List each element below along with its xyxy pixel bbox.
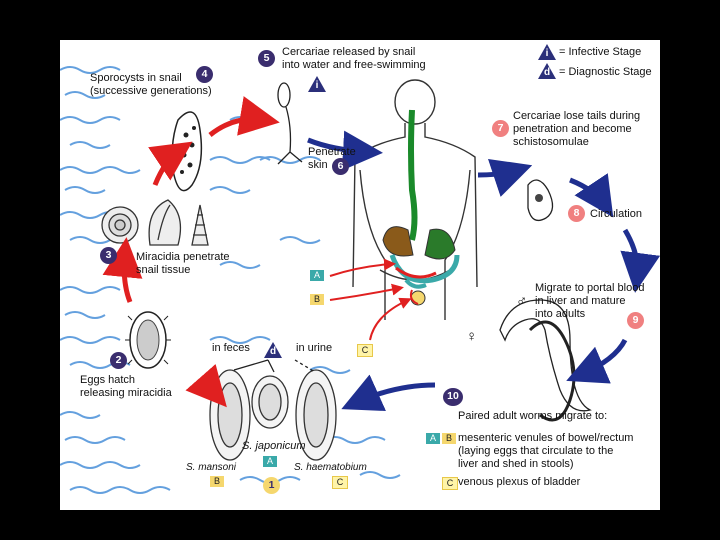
diagnostic-eggs-letter: d — [269, 346, 277, 357]
infective-stage-icon — [538, 44, 556, 60]
step-10-line-5: venous plexus of bladder — [458, 476, 581, 488]
step-10-badge: 10 — [443, 388, 463, 406]
legend-infective-label: = Infective Stage — [559, 46, 642, 58]
cercaria-illustration — [277, 82, 303, 165]
step-7-badge: 7 — [492, 120, 509, 137]
urine-box-c: C — [357, 344, 373, 357]
arrow-9-to-10 — [566, 338, 628, 384]
step-4-badge: 4 — [196, 66, 213, 83]
japonicum-box-a: A — [263, 456, 277, 467]
step-9-badge: 9 — [627, 312, 644, 329]
arrow-1-to-2 — [185, 364, 227, 408]
diagram-graphics — [60, 66, 660, 494]
arrow-10-to-eggs — [341, 374, 436, 411]
body-box-a: A — [310, 270, 324, 281]
step-6-badge: 6 — [332, 158, 349, 175]
water-waves — [60, 66, 401, 494]
mansoni-box-b: B — [210, 476, 224, 487]
step-2-badge: 2 — [110, 352, 127, 369]
diagnostic-stage-letter: d — [543, 67, 551, 78]
arrow-6-to-7 — [477, 158, 533, 197]
schistosomiasis-lifecycle-diagram: i = Infective Stage d = Diagnostic Stage… — [60, 40, 660, 510]
in-urine-label: in urine — [296, 342, 333, 354]
arrow-8-to-9 — [620, 228, 660, 293]
step-8-badge: 8 — [568, 205, 585, 222]
body-box-b: B — [310, 294, 324, 305]
step-10-box-b: B — [442, 433, 456, 444]
in-feces-label: in feces — [212, 342, 250, 354]
step-10-line-1: Paired adult worms migrate to: — [458, 410, 608, 422]
diagnostic-stage-icon — [538, 63, 556, 79]
step-5-infective-icon — [308, 76, 326, 92]
arrow-2-to-3 — [102, 237, 143, 303]
s-japonicum-label: S. japonicum — [242, 440, 306, 452]
step-10-box-a: A — [426, 433, 440, 444]
miracidium-illustration — [125, 311, 171, 369]
arrow-7-to-8 — [569, 173, 614, 218]
arrow-3-to-4 — [148, 141, 193, 186]
step-10-line-3: (laying eggs that circulate to the — [458, 445, 614, 457]
step-4-label: Sporocysts in snail(successive generatio… — [90, 72, 212, 97]
snail-illustrations — [101, 199, 209, 246]
step-10-line-2: mesenteric venules of bowel/rectum — [458, 432, 634, 444]
step-5-infective-letter: i — [315, 80, 319, 91]
infective-stage-letter: i — [545, 48, 549, 59]
diagnostic-eggs-icon — [264, 342, 282, 358]
step-1-badge: 1 — [263, 477, 280, 494]
arrow-4-to-5 — [208, 96, 280, 137]
arrow-5-to-6 — [307, 130, 383, 171]
s-haematobium-label: S. haematobium — [294, 462, 367, 473]
step-3-badge: 3 — [100, 247, 117, 264]
step-10-box-c: C — [442, 477, 458, 490]
human-body-illustration — [352, 79, 478, 320]
step-10-line-4: liver and shed in stools) — [458, 458, 574, 470]
s-mansoni-label: S. mansoni — [186, 462, 237, 473]
digestive-organs-illustration — [382, 109, 460, 306]
step-8-label: Circulation — [590, 208, 642, 220]
male-symbol: ♂ — [516, 293, 528, 310]
legend-diagnostic-label: = Diagnostic Stage — [559, 66, 652, 78]
haematobium-box-c: C — [332, 476, 348, 489]
female-symbol: ♀ — [466, 328, 478, 345]
step-5-badge: 5 — [258, 50, 275, 67]
schistosomulum-illustration — [527, 179, 554, 222]
